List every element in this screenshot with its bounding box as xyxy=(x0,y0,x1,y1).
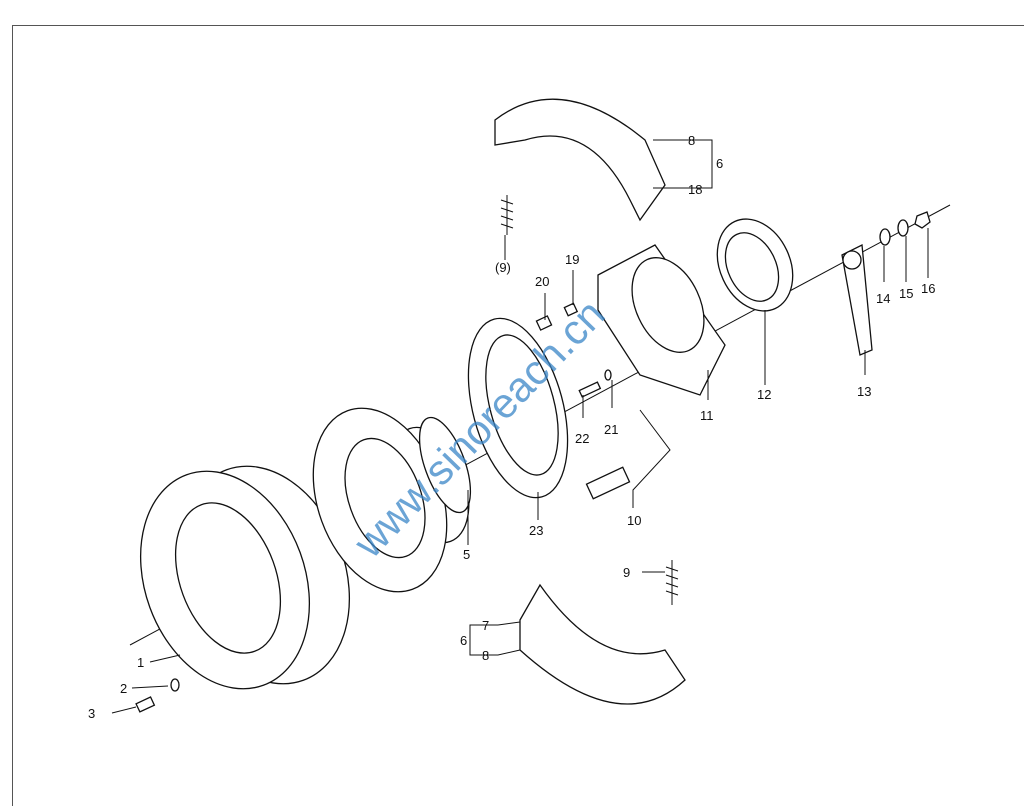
part-11-bracket xyxy=(597,244,726,396)
part-20-bolt xyxy=(535,315,553,331)
label-19: 19 xyxy=(565,252,579,267)
label-7: 7 xyxy=(482,618,489,633)
part-hub-flange xyxy=(312,407,470,593)
part-16-nut xyxy=(914,211,931,229)
label-8-bottom: 8 xyxy=(482,648,489,663)
label-9-top: (9) xyxy=(495,260,511,275)
label-8-top: 8 xyxy=(688,133,695,148)
part-10-cam xyxy=(585,466,631,500)
part-5-seal-ring xyxy=(418,416,472,514)
part-21-washer xyxy=(604,369,612,381)
diagram-frame xyxy=(12,25,1024,806)
label-6-top: 6 xyxy=(716,156,723,171)
label-21: 21 xyxy=(604,422,618,437)
label-6-bottom: 6 xyxy=(460,633,467,648)
part-9-spring-bottom xyxy=(665,560,679,605)
part-23-backing-plate xyxy=(467,317,569,499)
label-2: 2 xyxy=(120,681,127,696)
label-5: 5 xyxy=(463,547,470,562)
part-9-spring-top xyxy=(500,195,514,235)
leader-lines xyxy=(111,139,929,714)
label-23: 23 xyxy=(529,523,543,538)
label-13: 13 xyxy=(857,384,871,399)
part-14-washer xyxy=(879,228,891,246)
part-15-washer xyxy=(897,219,909,237)
part-2-washer xyxy=(170,678,180,692)
label-15: 15 xyxy=(899,286,913,301)
part-3-bolt xyxy=(135,696,156,713)
part-12-oil-seal xyxy=(716,218,794,312)
label-18: 18 xyxy=(688,182,702,197)
label-16: 16 xyxy=(921,281,935,296)
label-3: 3 xyxy=(88,706,95,721)
label-14: 14 xyxy=(876,291,890,306)
label-12: 12 xyxy=(757,387,771,402)
label-1: 1 xyxy=(137,655,144,670)
part-19-bushing xyxy=(563,302,579,317)
part-13-lever-eye xyxy=(842,250,862,270)
label-10: 10 xyxy=(627,513,641,528)
part-6-top-brake-shoe xyxy=(494,98,666,222)
part-6-bottom-brake-shoe xyxy=(519,583,686,705)
label-20: 20 xyxy=(535,274,549,289)
part-22-bolt xyxy=(578,381,602,398)
label-11: 11 xyxy=(700,408,714,423)
label-9-bottom: 9 xyxy=(623,565,630,580)
part-1-brake-drum xyxy=(139,465,351,690)
label-22: 22 xyxy=(575,431,589,446)
part-13-lever xyxy=(841,243,873,356)
